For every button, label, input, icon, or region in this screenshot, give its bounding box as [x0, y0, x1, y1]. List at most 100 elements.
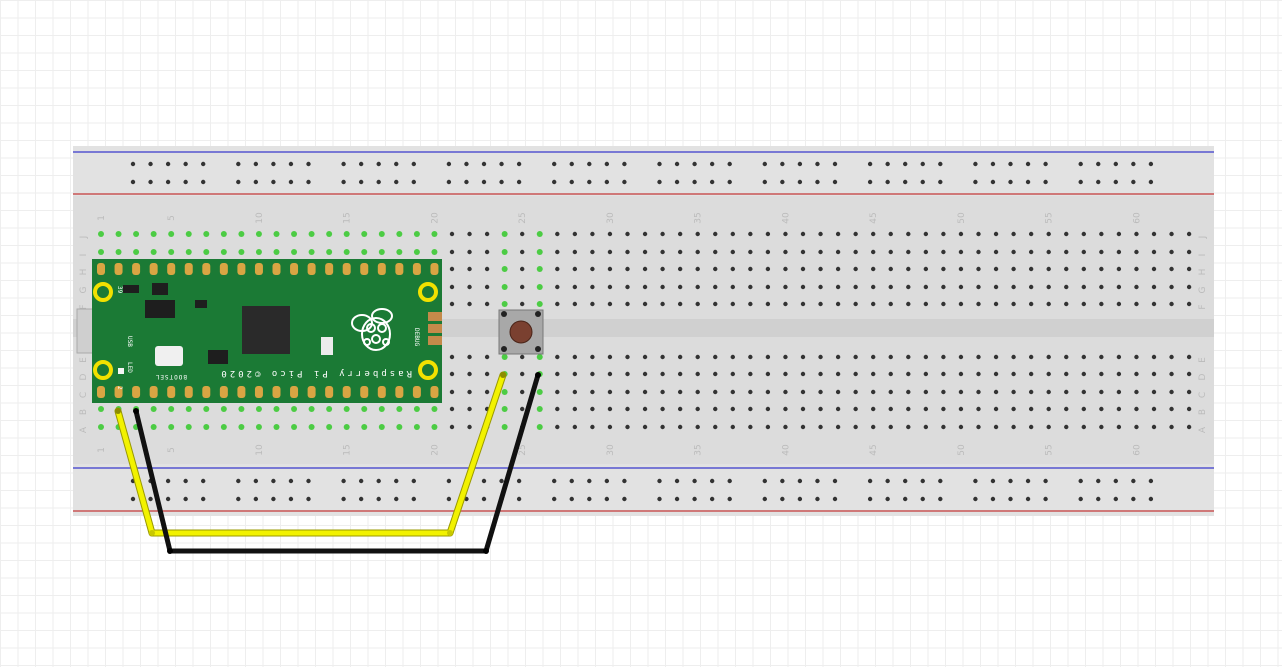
breadboard-hole — [467, 284, 472, 290]
wires — [114, 371, 541, 554]
rail-hole — [885, 496, 890, 502]
breadboard-hole — [660, 424, 665, 430]
breadboard-hole — [941, 249, 946, 255]
breadboard-hole — [98, 249, 104, 255]
breadboard-hole — [1169, 354, 1174, 360]
column-label: 15 — [343, 212, 353, 223]
led-label: LED — [126, 362, 133, 373]
row-label: B — [1198, 409, 1208, 415]
breadboard-hole — [976, 284, 981, 290]
breadboard-hole — [607, 371, 613, 377]
breadboard-hole — [976, 249, 981, 255]
breadboard-hole — [1116, 406, 1122, 412]
wire-bend — [149, 530, 155, 536]
breadboard-hole — [976, 371, 981, 377]
pico-pad — [377, 386, 386, 398]
breadboard-hole — [888, 406, 893, 412]
breadboard-hole — [378, 249, 385, 255]
breadboard-hole — [98, 231, 104, 237]
rail-hole — [920, 179, 925, 185]
breadboard-hole — [484, 284, 490, 290]
breadboard-hole — [906, 301, 911, 307]
breadboard-hole — [993, 249, 999, 255]
breadboard-hole — [783, 231, 788, 237]
breadboard-hole — [1169, 371, 1174, 377]
breadboard-hole — [1134, 231, 1139, 237]
rail-hole — [201, 478, 206, 484]
rail-hole — [271, 179, 276, 185]
bootsel-button — [155, 346, 183, 366]
breadboard-hole — [1151, 424, 1157, 430]
rail-hole — [552, 179, 557, 185]
breadboard-hole — [484, 301, 490, 307]
breadboard-hole — [906, 266, 911, 272]
breadboard-hole — [308, 424, 315, 430]
breadboard-hole — [1134, 301, 1139, 307]
breadboard-hole — [203, 231, 210, 237]
breadboard-hole — [1064, 424, 1069, 430]
breadboard-hole — [326, 406, 333, 412]
column-label: 5 — [167, 447, 177, 453]
breadboard-hole — [853, 424, 858, 430]
rail-hole — [148, 179, 153, 185]
breadboard-hole — [625, 354, 630, 360]
breadboard-hole — [695, 266, 700, 272]
breadboard-hole — [1011, 424, 1016, 430]
breadboard-hole — [713, 249, 718, 255]
rail-hole — [516, 496, 522, 502]
breadboard-hole — [871, 284, 876, 290]
breadboard-hole — [993, 371, 999, 377]
breadboard-hole — [906, 231, 911, 237]
rail-hole — [271, 478, 276, 484]
breadboard-hole — [818, 389, 823, 395]
breadboard-hole — [467, 389, 472, 395]
breadboard-hole — [238, 406, 245, 412]
breadboard-hole — [835, 371, 841, 377]
breadboard-hole — [238, 249, 245, 255]
breadboard-hole — [783, 354, 788, 360]
debug-label: DEBUG — [413, 328, 420, 346]
breadboard-hole — [660, 231, 665, 237]
breadboard-hole — [378, 231, 385, 237]
rail-hole — [183, 179, 188, 185]
breadboard-hole — [1151, 301, 1157, 307]
breadboard-hole — [168, 231, 175, 237]
breadboard-hole — [958, 354, 964, 360]
breadboard-hole — [941, 284, 946, 290]
row-label: F — [79, 304, 89, 309]
rail-hole — [394, 161, 399, 167]
breadboard-hole — [1046, 389, 1051, 395]
breadboard-hole — [326, 231, 333, 237]
breadboard-hole — [941, 389, 946, 395]
breadboard-hole — [1064, 231, 1069, 237]
push-button-cap — [509, 320, 533, 344]
breadboard-hole — [783, 424, 788, 430]
breadboard-hole — [748, 231, 753, 237]
breadboard-hole — [800, 354, 806, 360]
breadboard-hole — [800, 406, 806, 412]
wire-bend — [167, 548, 173, 554]
breadboard-hole — [1169, 249, 1174, 255]
breadboard-hole — [185, 424, 192, 430]
button-leg — [501, 346, 507, 352]
pico-pad — [307, 386, 316, 398]
breadboard-hole — [520, 301, 525, 307]
breadboard-hole — [748, 354, 753, 360]
pico-pad — [97, 263, 105, 275]
rail-hole — [411, 179, 416, 185]
breadboard-hole — [555, 389, 560, 395]
rail-hole — [727, 161, 732, 167]
breadboard-hole — [273, 424, 280, 430]
breadboard-hole — [783, 406, 788, 412]
row-label: D — [1198, 373, 1208, 380]
rail-hole — [1096, 161, 1101, 167]
breadboard-hole — [923, 371, 929, 377]
breadboard-hole — [555, 284, 560, 290]
breadboard-hole — [888, 284, 893, 290]
column-label: 60 — [1132, 444, 1142, 456]
breadboard-hole — [1064, 284, 1069, 290]
row-label: J — [1198, 236, 1208, 240]
breadboard-hole — [590, 284, 595, 290]
rail-hole — [1113, 179, 1119, 185]
breadboard-hole — [1151, 266, 1157, 272]
